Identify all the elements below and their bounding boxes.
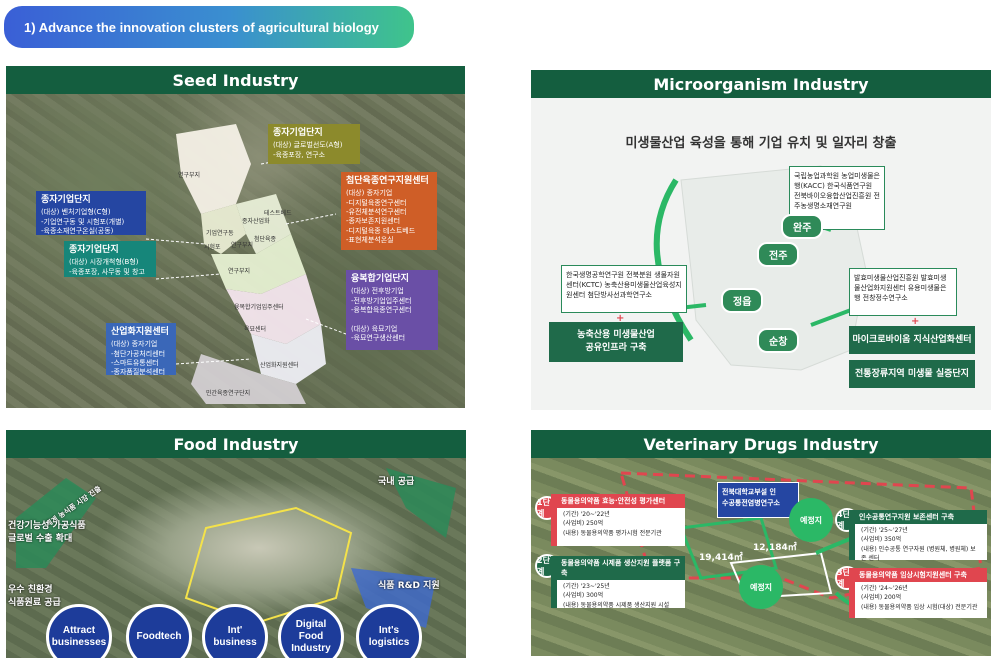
- vet-planned-site: 예정지: [789, 498, 833, 542]
- micro-green-box-infra: 농축산용 미생물산업 공유인프라 구축: [549, 322, 683, 362]
- seed-zone-text: 첨단육종: [254, 236, 277, 243]
- seed-zone-text: 기업연구동: [206, 230, 234, 237]
- food-arrows: [16, 468, 456, 628]
- micro-city-jeonju: 전주: [757, 242, 800, 267]
- seed-zone-text: 테스트베드: [264, 210, 292, 217]
- seed-zone-text: 육묘센터: [244, 326, 267, 333]
- food-arrow-right-bottom: [351, 568, 436, 628]
- micro-headline: 미생물산업 육성을 통해 기업 유치 및 일자리 창출: [625, 136, 897, 151]
- veterinary-drugs-title: Veterinary Drugs Industry: [531, 430, 991, 458]
- seed-zone-company: [201, 204, 246, 254]
- micro-plus-sign: +: [911, 316, 920, 327]
- seed-zone-text: 산업화지원센터: [260, 362, 299, 369]
- vet-planned-site: 예정지: [739, 565, 783, 609]
- seed-connector: [145, 238, 207, 245]
- seed-zone-fusion: [226, 274, 321, 344]
- food-arrow-label: 우수 친환경 식품원료 공급: [8, 585, 61, 608]
- vet-area-label: 12,184㎡: [753, 543, 797, 553]
- food-arrow-label: 건강기능성 가공식품 글로벌 수출 확대: [8, 521, 86, 544]
- section-title: 1) Advance the innovation clusters of ag…: [24, 19, 379, 35]
- micro-green-arrow: [653, 178, 694, 342]
- food-arrow-right-top: [386, 468, 456, 538]
- seed-connector: [155, 273, 222, 280]
- seed-industry-title: Seed Industry: [6, 66, 465, 94]
- food-bubble-intl-business: Int' business: [202, 604, 268, 658]
- food-arrow-label: 식품 R&D 지원: [378, 581, 440, 591]
- seed-label-industrial: 산업화지원센터(대상) 종자기업 -첨단가공처리센터 -스마트유통센터 -종자품…: [106, 323, 176, 376]
- microorganism-industry-panel: Microorganism Industry 미생물산업 육성을 통해 기업 유…: [531, 70, 991, 410]
- seed-zone-middle: [211, 234, 306, 294]
- food-industry-title: Food Industry: [6, 430, 466, 458]
- seed-zone-research-top: [176, 124, 251, 214]
- vet-area-outline: [678, 516, 778, 580]
- micro-city-jeongeup: 정읍: [721, 288, 764, 313]
- food-bubble-attract: Attract businesses: [46, 604, 112, 658]
- seed-connector: [175, 358, 252, 365]
- micro-green-box-microbiome: 마이크로바이옴 지식산업화센터: [849, 326, 975, 354]
- seed-zone-text: 융복합기업입주센터: [234, 304, 284, 311]
- food-bubble-logistics: Int's logistics: [356, 604, 422, 658]
- micro-box-sunchang: 발효미생물산업진흥원 발효미생물산업화지원센터 유용미생물은행 전창정수연구소: [849, 268, 957, 316]
- microorganism-industry-title: Microorganism Industry: [531, 70, 991, 98]
- seed-zone-text: 종자산업화: [242, 218, 270, 225]
- food-cluster-outline: [184, 506, 353, 625]
- seed-zone-private: [191, 354, 306, 404]
- micro-city-wanju: 완주: [781, 214, 824, 239]
- seed-site-plan: [145, 124, 347, 404]
- seed-label-fusion: 융복합기업단지(대상) 전후방기업 -전후방기업입주센터 -융복합육종연구센터 …: [346, 270, 438, 350]
- seed-zone-text: 민간육종연구단지: [206, 390, 251, 397]
- seed-zone-text: 시험포: [204, 244, 221, 251]
- vet-area-label: 19,414㎡: [699, 553, 743, 563]
- vet-step-4: 인수공통연구지원 보존센터 구축 (기간) '25~'27년 (사업비) 350…: [849, 510, 987, 562]
- seed-zone-test: [236, 194, 291, 254]
- seed-label-global: 종자기업단지(대상) 글로벌선도(A형) -육종포장, 연구소: [268, 124, 360, 164]
- seed-label-venture: 종자기업단지(대상) 벤처기업형(C형) -기업연구동 및 시험포(개별) -육…: [36, 191, 146, 235]
- section-title-pill: 1) Advance the innovation clusters of ag…: [4, 6, 414, 48]
- vet-dashed-boundary: [618, 471, 983, 600]
- seed-industry-panel: Seed Industry 연구부지 기업연구동 시험포 연구부지 종자산업화 …: [6, 66, 465, 408]
- vet-step-1: 동물용의약품 효능·안전성 평가센터 (기간) '20~'22년 (사업비) 2…: [551, 494, 685, 546]
- food-bubble-foodtech: Foodtech: [126, 604, 192, 658]
- food-arrow-label: 국내 공급: [378, 477, 415, 487]
- food-arrow-left: [16, 478, 96, 568]
- micro-city-sunchang: 순창: [757, 328, 800, 353]
- seed-zone-text: 연구부지: [228, 268, 251, 275]
- vet-step-2: 동물용의약품 시제품 생산지원 플랫폼 구축 (기간) '23~'25년 (사업…: [551, 556, 685, 609]
- seed-label-market: 종자기업단지(대상) 시장개척형(B형) -육종포장, 사무동 및 창고: [64, 241, 156, 277]
- micro-green-arrow: [810, 308, 852, 327]
- vet-center-box: 전북대학교부설 인 수공통전염병연구소: [717, 482, 799, 518]
- seed-zone-text: 연구부지: [231, 242, 254, 249]
- seed-zone-text: 연구부지: [178, 172, 201, 179]
- food-industry-panel: Food Industry 국내 공급 세계 농식품 시장 진출 건강기능성 가…: [6, 430, 466, 658]
- seed-label-breeding-center: 첨단육종연구지원센터(대상) 종자기업 -디지털육종연구센터 -유전체분석연구센…: [341, 172, 437, 250]
- seed-zone-industrial: [251, 324, 326, 384]
- micro-green-box-traditional: 전통장류지역 미생물 실증단지: [849, 360, 975, 388]
- seed-connector: [285, 213, 337, 225]
- micro-box-jeongeup: 한국생명공학연구원 전북분원 생물자원센터(KCTC) 농축산용미생물산업육성지…: [561, 265, 687, 313]
- food-bubble-digital-food: Digital Food Industry: [278, 604, 344, 658]
- micro-plus-sign: +: [616, 313, 625, 324]
- seed-connector: [305, 318, 347, 335]
- vet-step-3: 동물용의약품 임상시험지원센터 구축 (기간) '24~'26년 (사업비) 2…: [849, 568, 987, 618]
- micro-box-wanju: 국립농업과학원 농업미생물은행(KACC) 한국식품연구원 전북바이오융합산업진…: [789, 166, 885, 230]
- veterinary-drugs-panel: Veterinary Drugs Industry 전북대학교부설 인 수공통전…: [531, 430, 991, 656]
